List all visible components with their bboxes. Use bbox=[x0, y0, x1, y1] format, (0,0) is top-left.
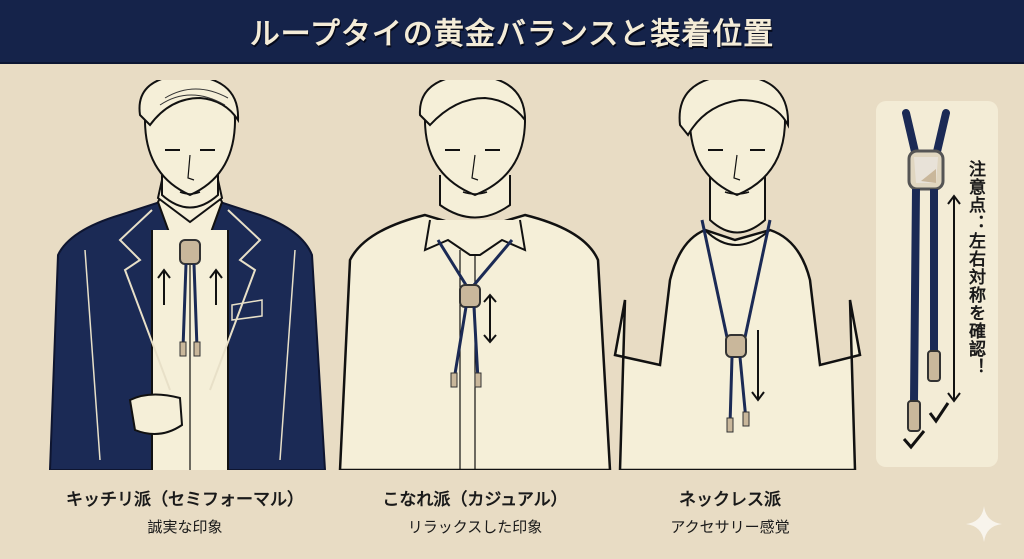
caption-subtitle: 誠実な印象 bbox=[147, 518, 223, 536]
caption-title: ネックレス派 bbox=[679, 490, 781, 510]
double-arrow-icon bbox=[947, 194, 961, 403]
caption-casual: こなれ派（カジュアル） リラックスした印象 bbox=[345, 485, 605, 537]
symmetry-note-text: 注意点：左右対称を確認！ bbox=[965, 160, 985, 376]
figure-semi-formal bbox=[48, 80, 327, 470]
sparkle-icon bbox=[966, 506, 1002, 542]
check-icon bbox=[902, 430, 926, 450]
figure-casual bbox=[338, 80, 612, 470]
caption-subtitle: アクセサリー感覚 bbox=[670, 518, 790, 536]
caption-title: キッチリ派（セミフォーマル） bbox=[66, 490, 304, 510]
caption-necklace: ネックレス派 アクセサリー感覚 bbox=[640, 485, 820, 537]
bolo-tie-icon bbox=[902, 109, 961, 450]
caption-semi-formal: キッチリ派（セミフォーマル） 誠実な印象 bbox=[40, 485, 330, 537]
caption-subtitle: リラックスした印象 bbox=[407, 518, 543, 536]
symmetry-note-panel bbox=[876, 101, 998, 467]
page-title: ループタイの黄金バランスと装着位置 bbox=[249, 17, 775, 52]
check-icon bbox=[928, 402, 950, 424]
header-bar: ループタイの黄金バランスと装着位置 bbox=[0, 0, 1024, 64]
caption-title: こなれ派（カジュアル） bbox=[382, 490, 568, 510]
figure-necklace bbox=[613, 80, 862, 470]
